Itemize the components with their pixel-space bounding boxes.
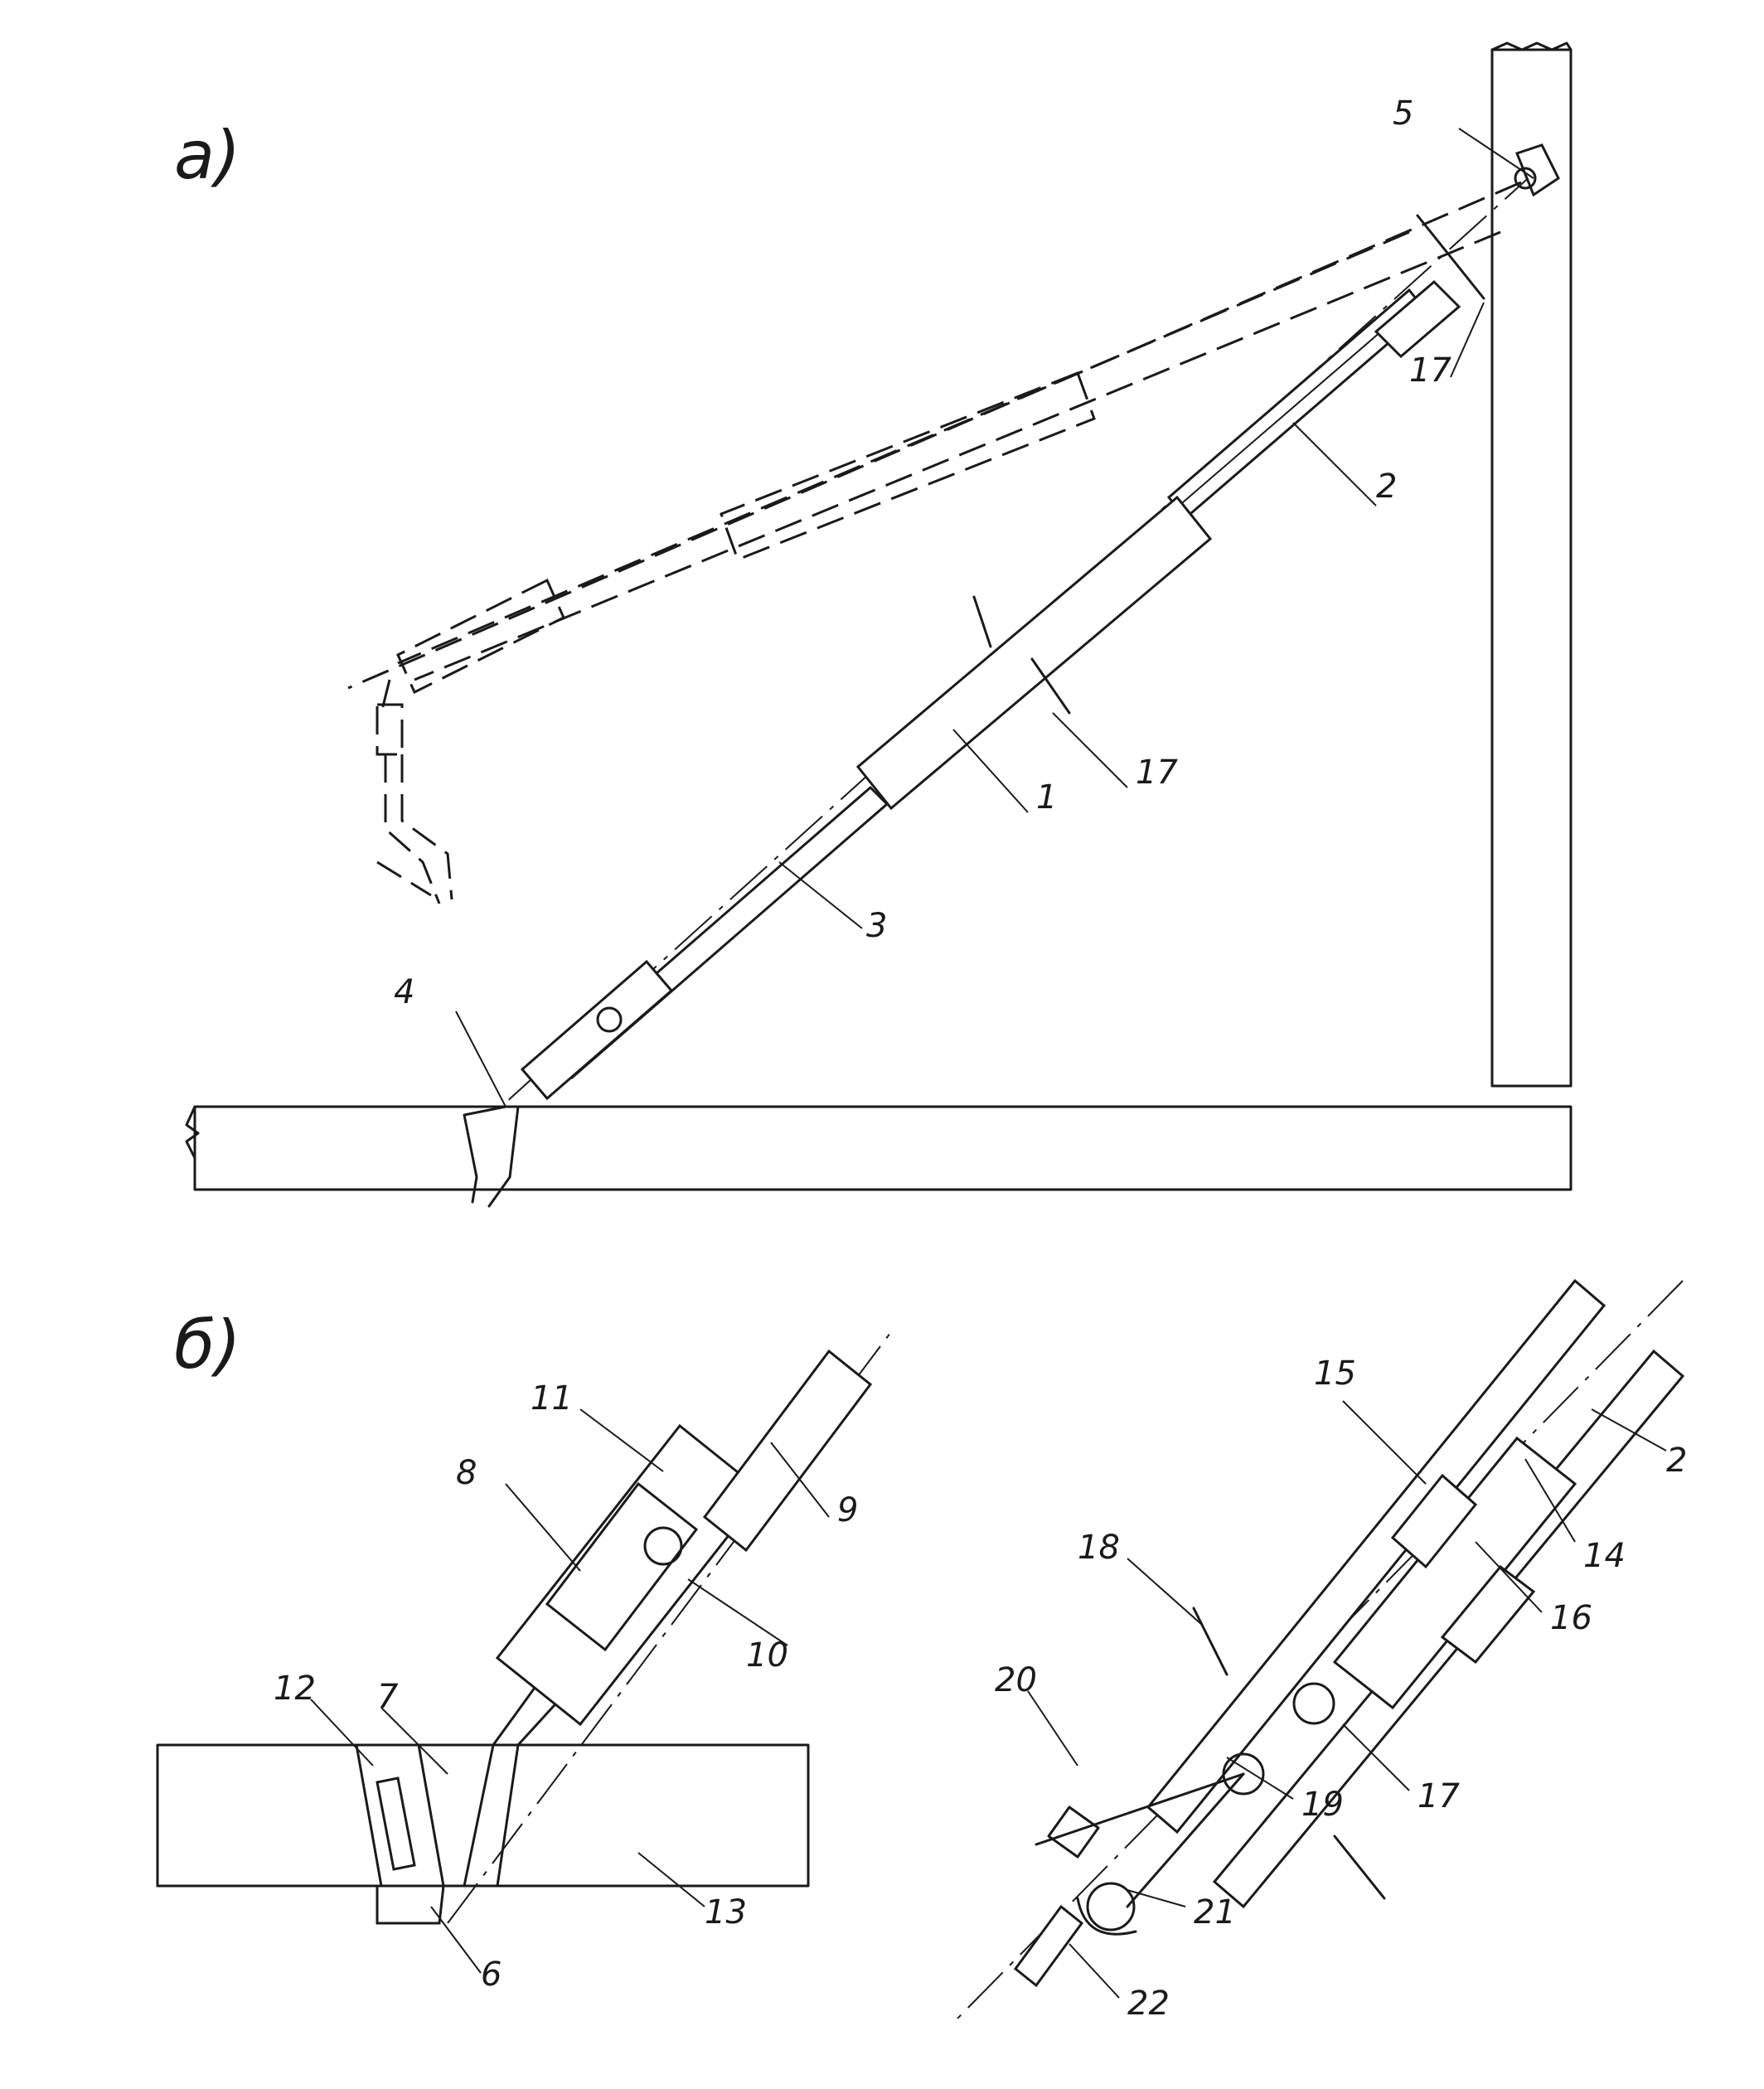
callout-b-12: 12 [274,1670,316,1708]
callout-a-2: 2 [1376,468,1397,506]
leaders-a [455,128,1534,1108]
callout-b-21: 21 [1194,1893,1236,1931]
callout-b-9: 9 [837,1491,858,1529]
callout-b-20: 20 [995,1661,1037,1699]
callouts-a: 5 17 2 17 1 3 4 [394,95,1451,1011]
callout-b-15: 15 [1314,1355,1356,1393]
view-a-label: а) [174,117,240,194]
callouts-b-right: 15 2 14 16 18 20 17 19 21 22 [995,1355,1687,2023]
callout-a-1: 1 [1036,778,1057,817]
floor-slab [185,1105,1573,1191]
callout-a-3: 3 [866,907,887,945]
callout-b-18: 18 [1078,1529,1120,1567]
callout-b-10: 10 [746,1636,788,1675]
callout-b-6: 6 [481,1956,502,1994]
callout-a-17: 17 [1136,754,1178,792]
callout-a-5: 5 [1393,95,1413,133]
callouts-b-left: 11 9 8 10 12 7 13 6 [274,1379,858,1994]
callout-b-14: 14 [1583,1537,1626,1575]
leaders-b-left [310,1408,830,1974]
callout-a-17-top: 17 [1409,351,1451,390]
callout-b-13: 13 [705,1893,747,1931]
callout-b-17: 17 [1418,1777,1460,1815]
callout-b-22: 22 [1127,1985,1170,2023]
leaders-b-right [1027,1400,1667,1999]
callout-b-19: 19 [1301,1786,1344,1824]
callout-b-7: 7 [377,1678,399,1716]
callout-b-2: 2 [1666,1442,1687,1480]
view-b: б) 11 9 8 [156,1278,1687,2023]
callout-a-4: 4 [394,973,414,1011]
callout-b-8: 8 [456,1454,477,1492]
callout-b-16: 16 [1550,1599,1592,1637]
wall [1490,41,1573,1088]
strut-assembly [463,143,1560,1208]
detail-strut-head [957,1278,1685,2019]
callout-b-11: 11 [531,1379,573,1418]
view-b-label: б) [174,1306,241,1384]
alternate-position-dashed [347,181,1522,904]
view-a: а) [174,41,1573,1208]
detail-anchor-slab [156,1326,896,1925]
